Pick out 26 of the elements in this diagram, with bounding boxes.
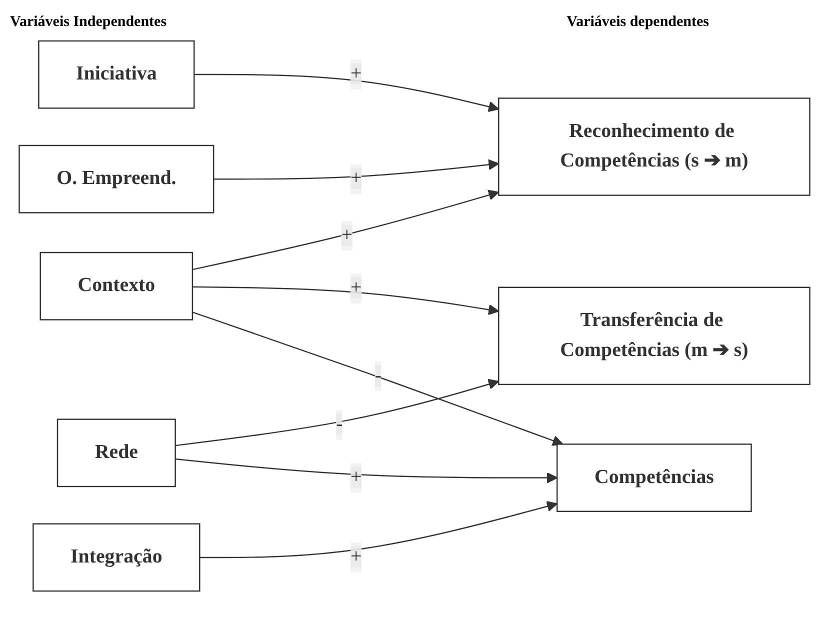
node-box: Contexto	[40, 252, 194, 320]
arrow	[200, 501, 558, 558]
node-box: Transferência de Competências (m ➔ s)	[498, 286, 810, 386]
edge-label: +	[350, 277, 362, 299]
arrow	[214, 159, 500, 180]
node-box: Integração	[32, 523, 200, 592]
column-heading: Variáveis dependentes	[566, 14, 709, 31]
column-heading: Variáveis Independentes	[10, 14, 167, 31]
node-box: Reconhecimento de Competências (s ➔ m)	[498, 98, 810, 196]
edge-label: +	[341, 224, 352, 246]
arrow	[192, 190, 500, 270]
edge-label: +	[350, 466, 362, 488]
edge-label: +	[350, 63, 362, 85]
edge-label: +	[350, 168, 362, 190]
node-box: Competências	[556, 444, 752, 512]
node-box: Rede	[56, 418, 176, 488]
edge-label: +	[350, 546, 362, 568]
arrow	[175, 378, 500, 446]
node-box: Iniciativa	[38, 40, 195, 109]
arrow	[175, 458, 558, 484]
edge-label: -	[336, 414, 343, 436]
arrow	[194, 74, 500, 112]
arrow	[192, 312, 564, 446]
arrow	[192, 286, 500, 316]
edge-label: -	[374, 365, 382, 386]
node-box: O. Empreend.	[18, 144, 214, 214]
